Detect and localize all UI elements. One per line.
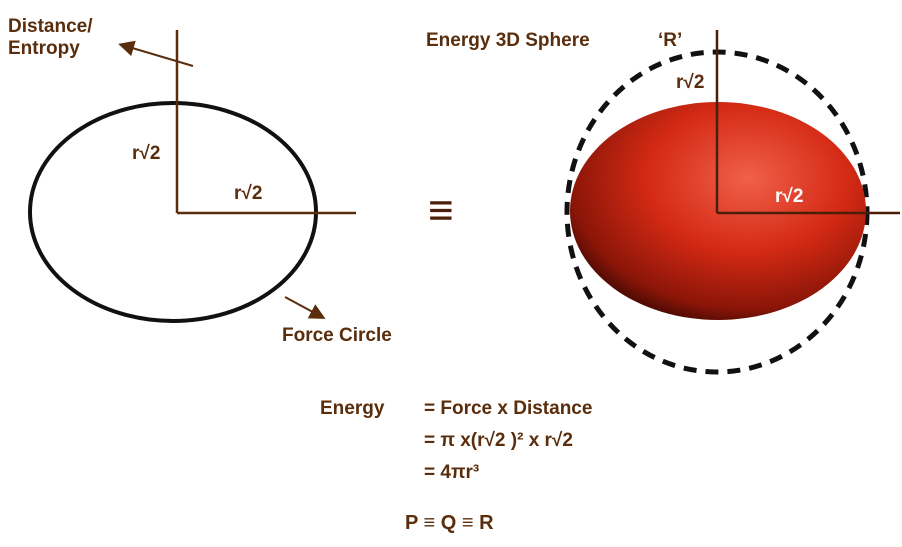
- left-horizontal-radius-label: r√2: [234, 183, 263, 204]
- equation-lhs: Energy: [320, 398, 385, 419]
- equation-line1: = Force x Distance: [424, 398, 593, 419]
- equivalence-symbol: ≡: [428, 186, 454, 235]
- distance-label-line2: Entropy: [8, 37, 80, 59]
- left-vertical-radius-label: r√2: [132, 143, 161, 164]
- force-circle-arrow: [284, 296, 326, 319]
- equation-line2: = π x(r√2 )² x r√2: [424, 430, 573, 451]
- distance-entropy-label: Distance/ Entropy: [8, 16, 92, 60]
- equation-line3: = 4πr³: [424, 462, 480, 483]
- right-vertical-radius-label: r√2: [676, 72, 705, 93]
- sphere-tag: ‘R’: [658, 30, 683, 51]
- equivalence-conclusion: P ≡ Q ≡ R: [405, 512, 494, 534]
- distance-arrow: [118, 40, 194, 67]
- force-circle-label: Force Circle: [282, 325, 392, 346]
- right-horizontal-radius-label: r√2: [775, 186, 804, 207]
- sphere-title: Energy 3D Sphere: [426, 30, 590, 51]
- distance-label-line1: Distance/: [8, 16, 93, 37]
